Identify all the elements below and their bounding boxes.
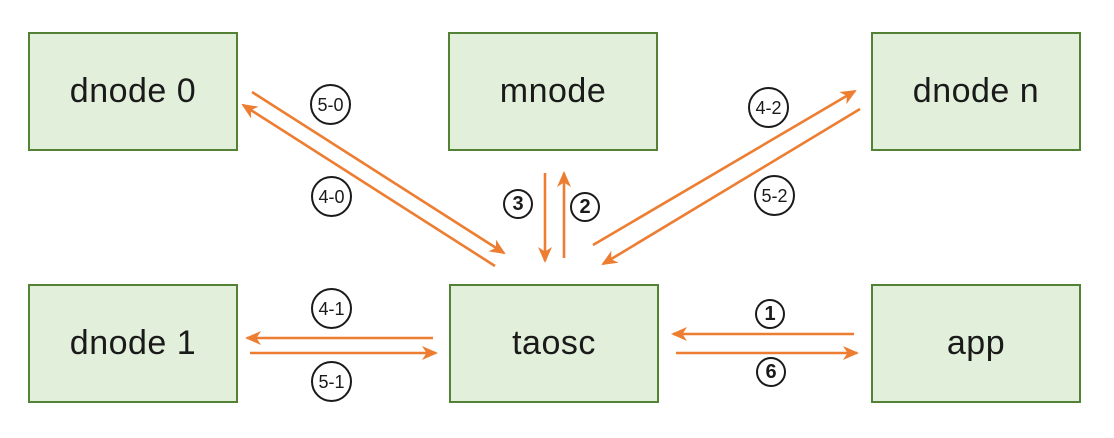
step-label-6: 6 — [756, 357, 786, 387]
step-label-5-1: 5-1 — [311, 361, 352, 402]
step-label-5-2: 5-2 — [754, 175, 795, 216]
node-taosc: taosc — [449, 284, 659, 403]
node-dnode-1: dnode 1 — [28, 284, 238, 403]
step-label-4-2: 4-2 — [748, 87, 789, 128]
step-label-4-0: 4-0 — [311, 176, 352, 217]
step-label-2: 2 — [570, 192, 600, 222]
node-taosc-label: taosc — [512, 324, 596, 362]
step-label-5-0: 5-0 — [310, 84, 351, 125]
node-app-label: app — [946, 324, 1006, 362]
node-dnode-0: dnode 0 — [28, 32, 238, 151]
node-dnode-n-label: dnode n — [912, 72, 1040, 110]
node-dnode-1-label: dnode 1 — [69, 324, 197, 362]
step-label-4-1: 4-1 — [311, 288, 352, 329]
node-dnode-n: dnode n — [871, 32, 1081, 151]
node-dnode-0-label: dnode 0 — [69, 72, 197, 110]
step-label-1: 1 — [755, 299, 785, 329]
node-app: app — [871, 284, 1081, 403]
node-mnode: mnode — [448, 32, 658, 151]
step-label-3: 3 — [503, 189, 533, 219]
node-mnode-label: mnode — [499, 72, 607, 110]
